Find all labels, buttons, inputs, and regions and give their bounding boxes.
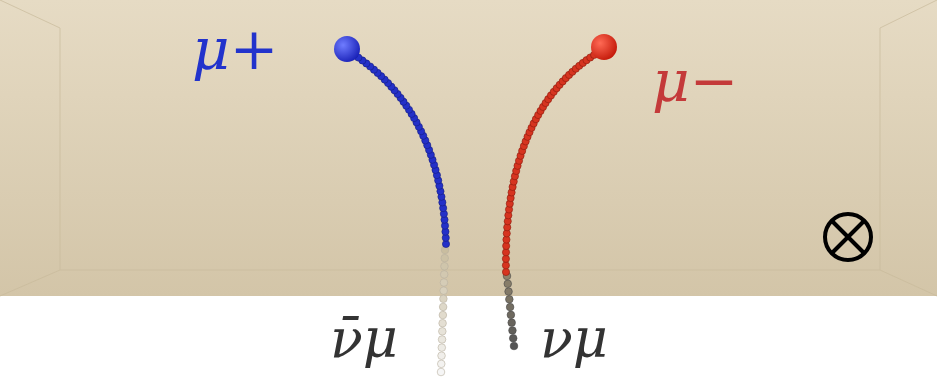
mu-minus-label: μ− [652, 52, 738, 110]
magnetic-field-into-page-symbol [825, 214, 871, 260]
mu-plus-track [346, 48, 449, 247]
track-dot [502, 268, 509, 275]
track-dot [438, 352, 446, 360]
track-dot [437, 360, 445, 368]
antineutrino-track [437, 246, 449, 376]
track-dot [441, 262, 449, 270]
mu-plus-label: μ+ [192, 20, 278, 78]
mu-plus-particle [334, 36, 360, 62]
track-dot [439, 328, 447, 336]
track-dot [440, 295, 448, 303]
track-dot [509, 327, 517, 335]
track-dot [439, 319, 447, 327]
track-dot [437, 368, 445, 376]
track-dot [508, 319, 516, 327]
track-dot [510, 342, 518, 350]
mu-minus-particle [591, 34, 617, 60]
antineutrino-label: ν̄μ [330, 312, 398, 366]
track-dot [504, 280, 512, 288]
mu-minus-track [502, 46, 605, 275]
track-dot [502, 255, 509, 262]
track-dot [440, 279, 448, 287]
track-dot [506, 303, 514, 311]
track-dot [440, 271, 448, 279]
track-dot [440, 287, 448, 295]
track-dot [505, 288, 513, 296]
neutrino-track [503, 272, 518, 350]
track-dot [502, 262, 509, 269]
detector-panel [0, 0, 937, 296]
track-dot [506, 296, 514, 304]
track-dot [439, 303, 447, 311]
panel-perspective-lines [0, 0, 937, 296]
neutrino-label: νμ [540, 312, 608, 366]
track-dot [438, 336, 446, 344]
track-dot [438, 344, 446, 352]
track-dot [439, 311, 447, 319]
track-dot [441, 254, 449, 262]
track-dot [509, 334, 517, 342]
track-dot [507, 311, 515, 319]
